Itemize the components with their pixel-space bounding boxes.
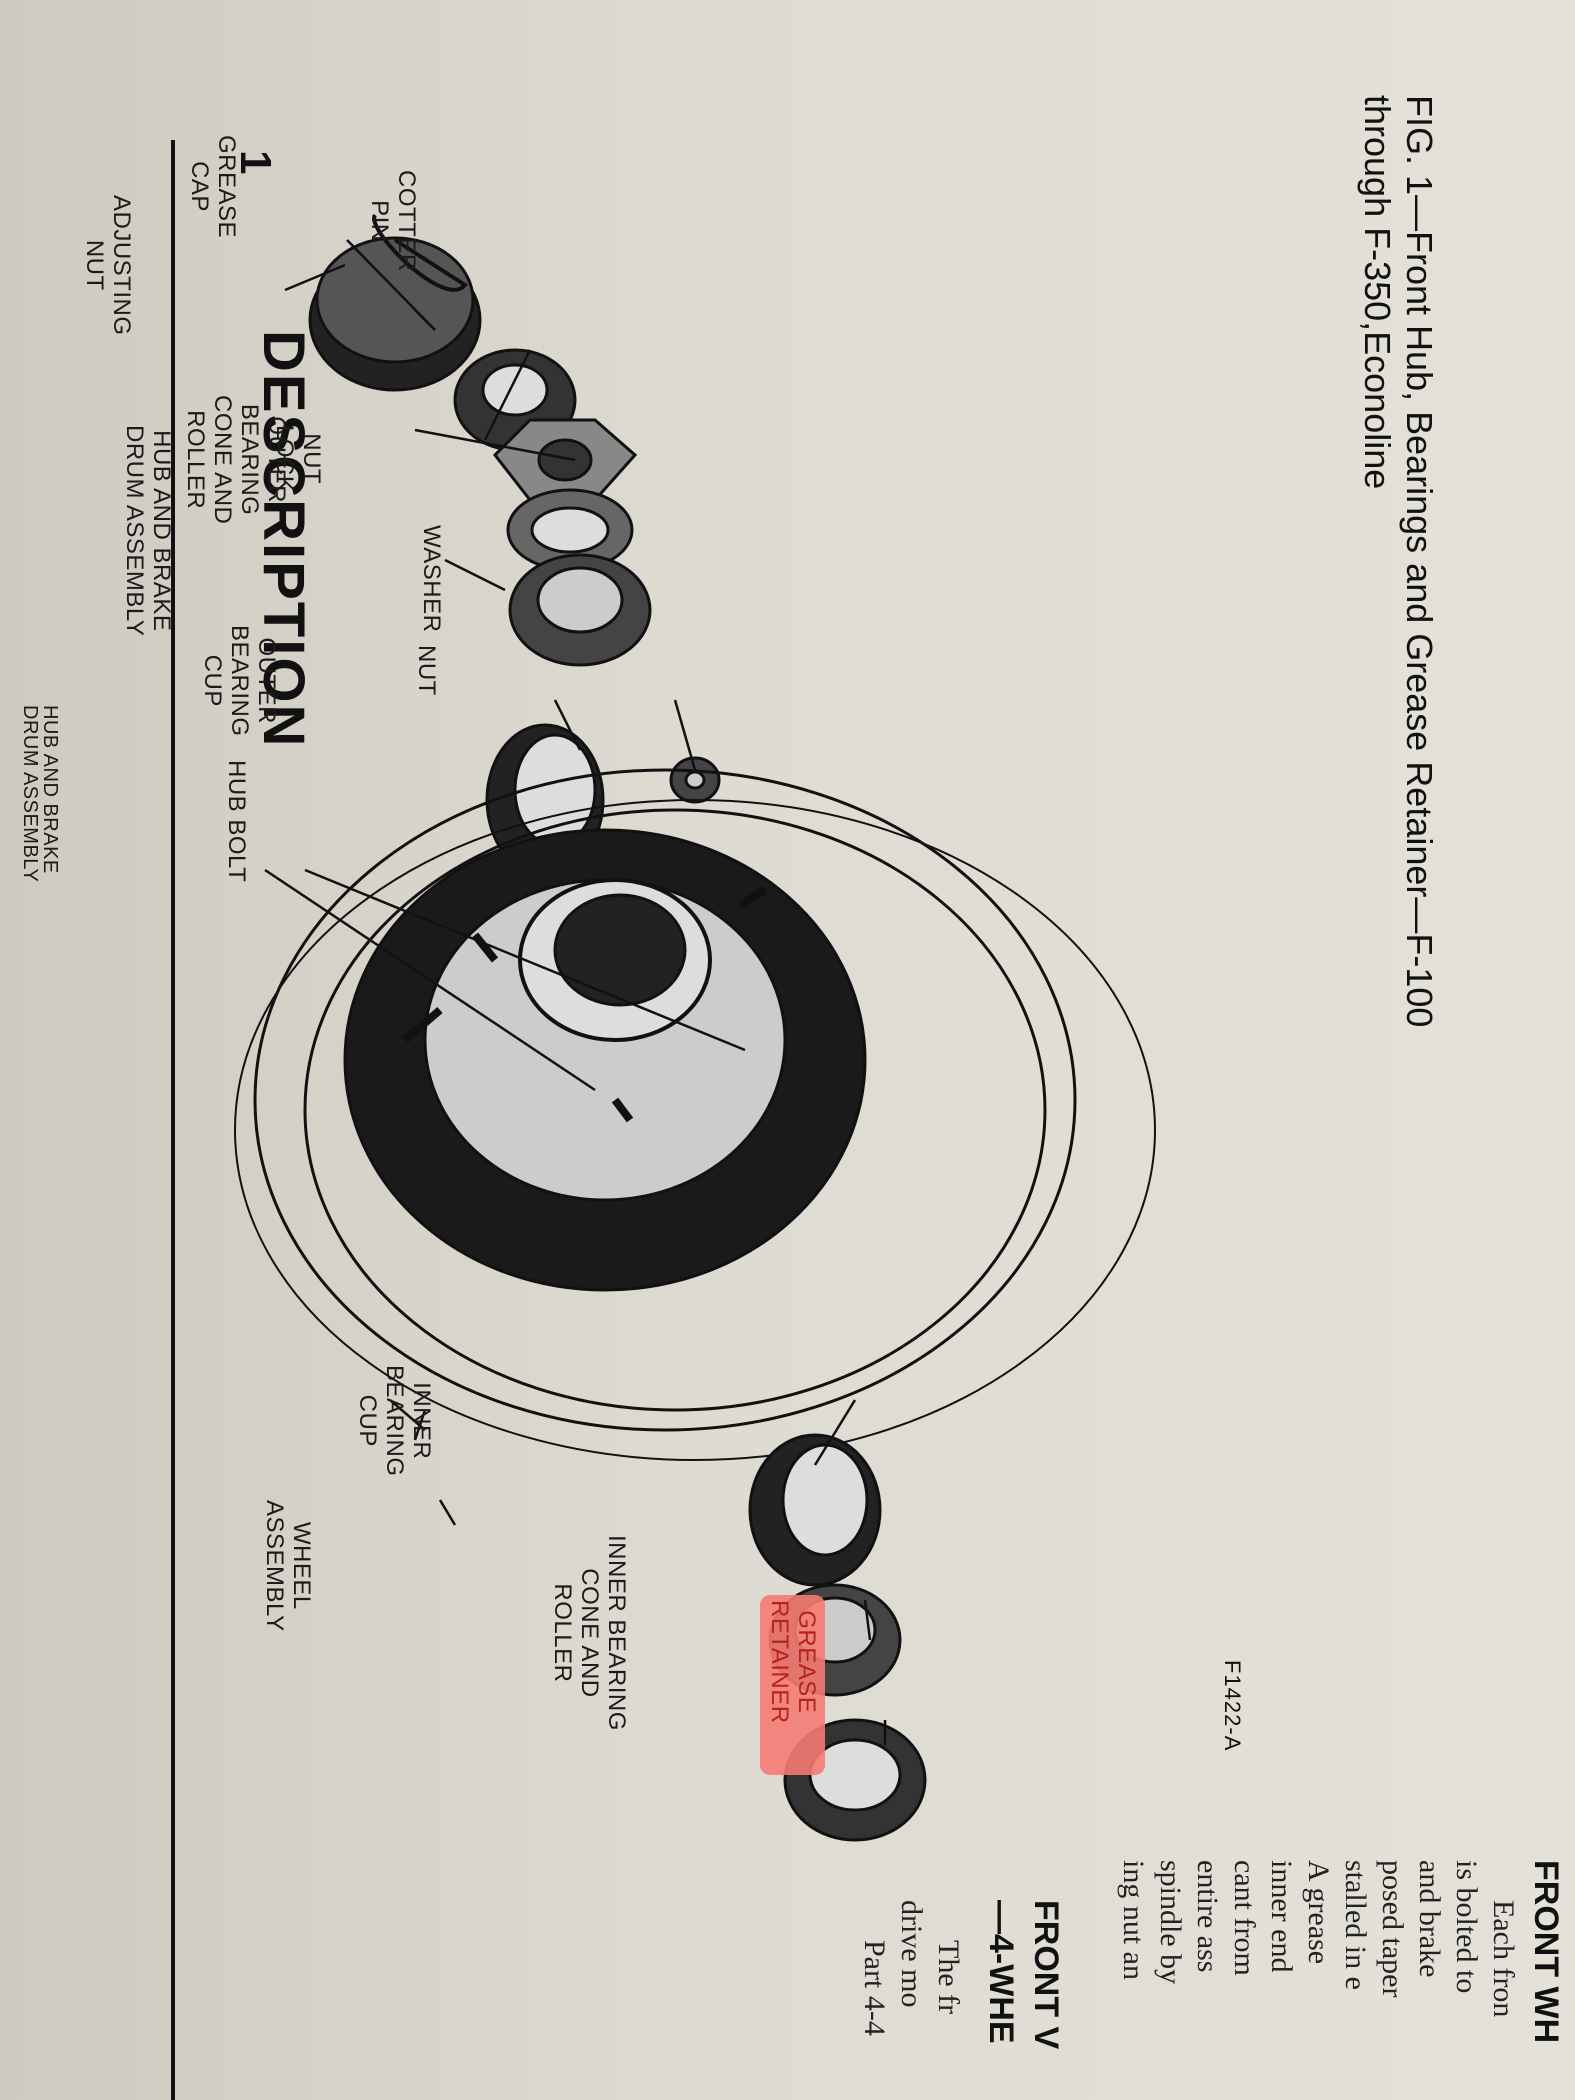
right-line: Each fron <box>1487 1900 1520 2018</box>
label-hub-bolt: HUB BOLT <box>223 760 250 883</box>
caption-line-1: FIG. 1—Front Hub, Bearings and Grease Re… <box>1399 95 1440 1028</box>
adjusting-nut-drawing <box>493 418 638 502</box>
right-column-text: FRONT WH Each fron is bolted to and brak… <box>785 1860 1565 2100</box>
leader-lines <box>264 239 887 1745</box>
right-heading-1: FRONT WH <box>1527 1860 1565 2044</box>
right-line: drive mo <box>895 1900 928 2008</box>
cotter-pin-drawing <box>372 213 468 292</box>
figure-caption: FIG. 1—Front Hub, Bearings and Grease Re… <box>1356 95 1440 1027</box>
right-heading-3: —4-WHE <box>982 1900 1020 2044</box>
inner-bearing-cup-drawing <box>748 1433 882 1587</box>
label-washer: WASHER <box>418 525 445 633</box>
outer-bearing-cone-drawing <box>508 553 652 667</box>
right-line: posed taper <box>1376 1860 1409 1998</box>
caption-line-2: through F-350,Econoline <box>1357 95 1398 490</box>
right-line: ing nut an <box>1117 1860 1150 1980</box>
figure-id: F1422-A <box>1220 1660 1245 1752</box>
right-line: A grease <box>1302 1860 1335 1965</box>
right-line: entire ass <box>1191 1860 1224 1973</box>
right-line: cant from <box>1228 1860 1261 1976</box>
hub-drum-drawing <box>234 768 1156 1461</box>
washer-drawing <box>506 488 634 572</box>
right-heading-2: FRONT V <box>1027 1900 1065 2050</box>
right-line: The fr <box>932 1940 965 2015</box>
right-line: spindle by <box>1154 1860 1187 1985</box>
right-line: is bolted to <box>1450 1860 1483 1994</box>
nut-drawing <box>669 756 721 804</box>
right-line: inner end <box>1265 1860 1298 1973</box>
right-line: stalled in e <box>1339 1860 1372 1990</box>
right-line: Part 4-4 <box>858 1940 891 2036</box>
label-nut: NUT <box>413 645 440 696</box>
right-line: and brake <box>1413 1860 1446 1978</box>
